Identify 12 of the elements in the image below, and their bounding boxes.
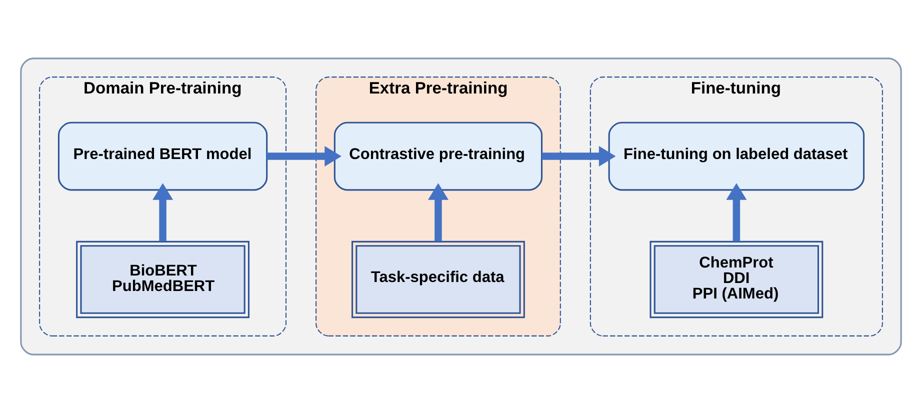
arrow — [726, 183, 747, 242]
cluster — [20, 58, 902, 356]
arrow — [428, 183, 448, 242]
arrow — [152, 183, 174, 242]
node-box: BioBERT PubMedBERT — [76, 240, 250, 318]
node-box: Pre-trained BERT model — [58, 122, 268, 191]
arrow — [266, 146, 342, 167]
node-box: Fine-tuning on labeled dataset — [608, 122, 865, 191]
node-box: Contrastive pre-training — [334, 122, 543, 191]
node-box: Task-specific data — [352, 240, 525, 318]
arrow — [542, 146, 616, 167]
node-box: ChemProt DDI PPI (AIMed) — [650, 240, 824, 318]
